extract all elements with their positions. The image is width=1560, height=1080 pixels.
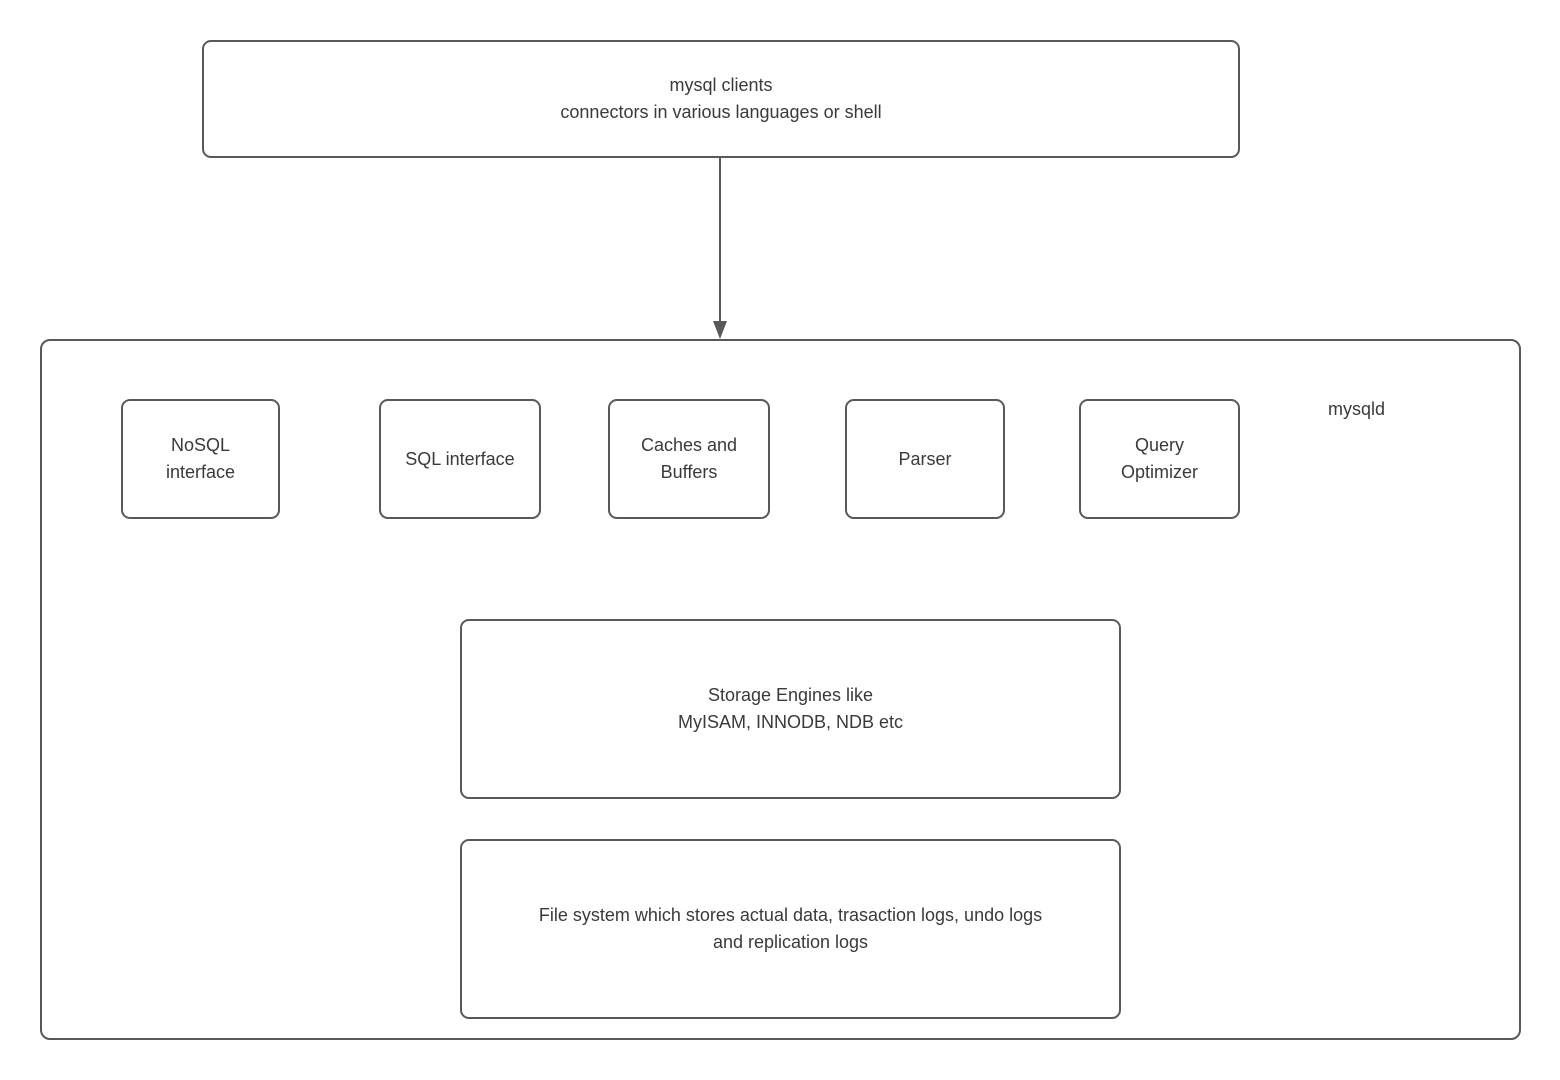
mysqld-label: mysqld (1328, 399, 1386, 419)
storage-engines-label: Storage Engines like MyISAM, INNODB, NDB… (677, 685, 904, 732)
file-system-label: File system which stores actual data, tr… (538, 905, 1043, 952)
component-label: Query Optimizer (1120, 435, 1198, 482)
component-sql-interface: SQL interface (379, 399, 541, 519)
storage-engines-box: Storage Engines like MyISAM, INNODB, NDB… (460, 619, 1121, 799)
component-nosql-interface: NoSQL interface (121, 399, 280, 519)
file-system-box: File system which stores actual data, tr… (460, 839, 1121, 1019)
component-label: NoSQL interface (165, 435, 236, 482)
component-parser: Parser (845, 399, 1005, 519)
clients-box: mysql clients connectors in various lang… (202, 40, 1240, 158)
component-label: Parser (898, 448, 952, 469)
clients-box-label: mysql clients connectors in various lang… (560, 75, 882, 122)
down-arrow-icon (713, 158, 727, 339)
component-query-optimizer: Query Optimizer (1079, 399, 1240, 519)
component-caches-buffers: Caches and Buffers (608, 399, 770, 519)
component-label: Caches and Buffers (640, 435, 738, 482)
component-label: SQL interface (405, 448, 515, 469)
